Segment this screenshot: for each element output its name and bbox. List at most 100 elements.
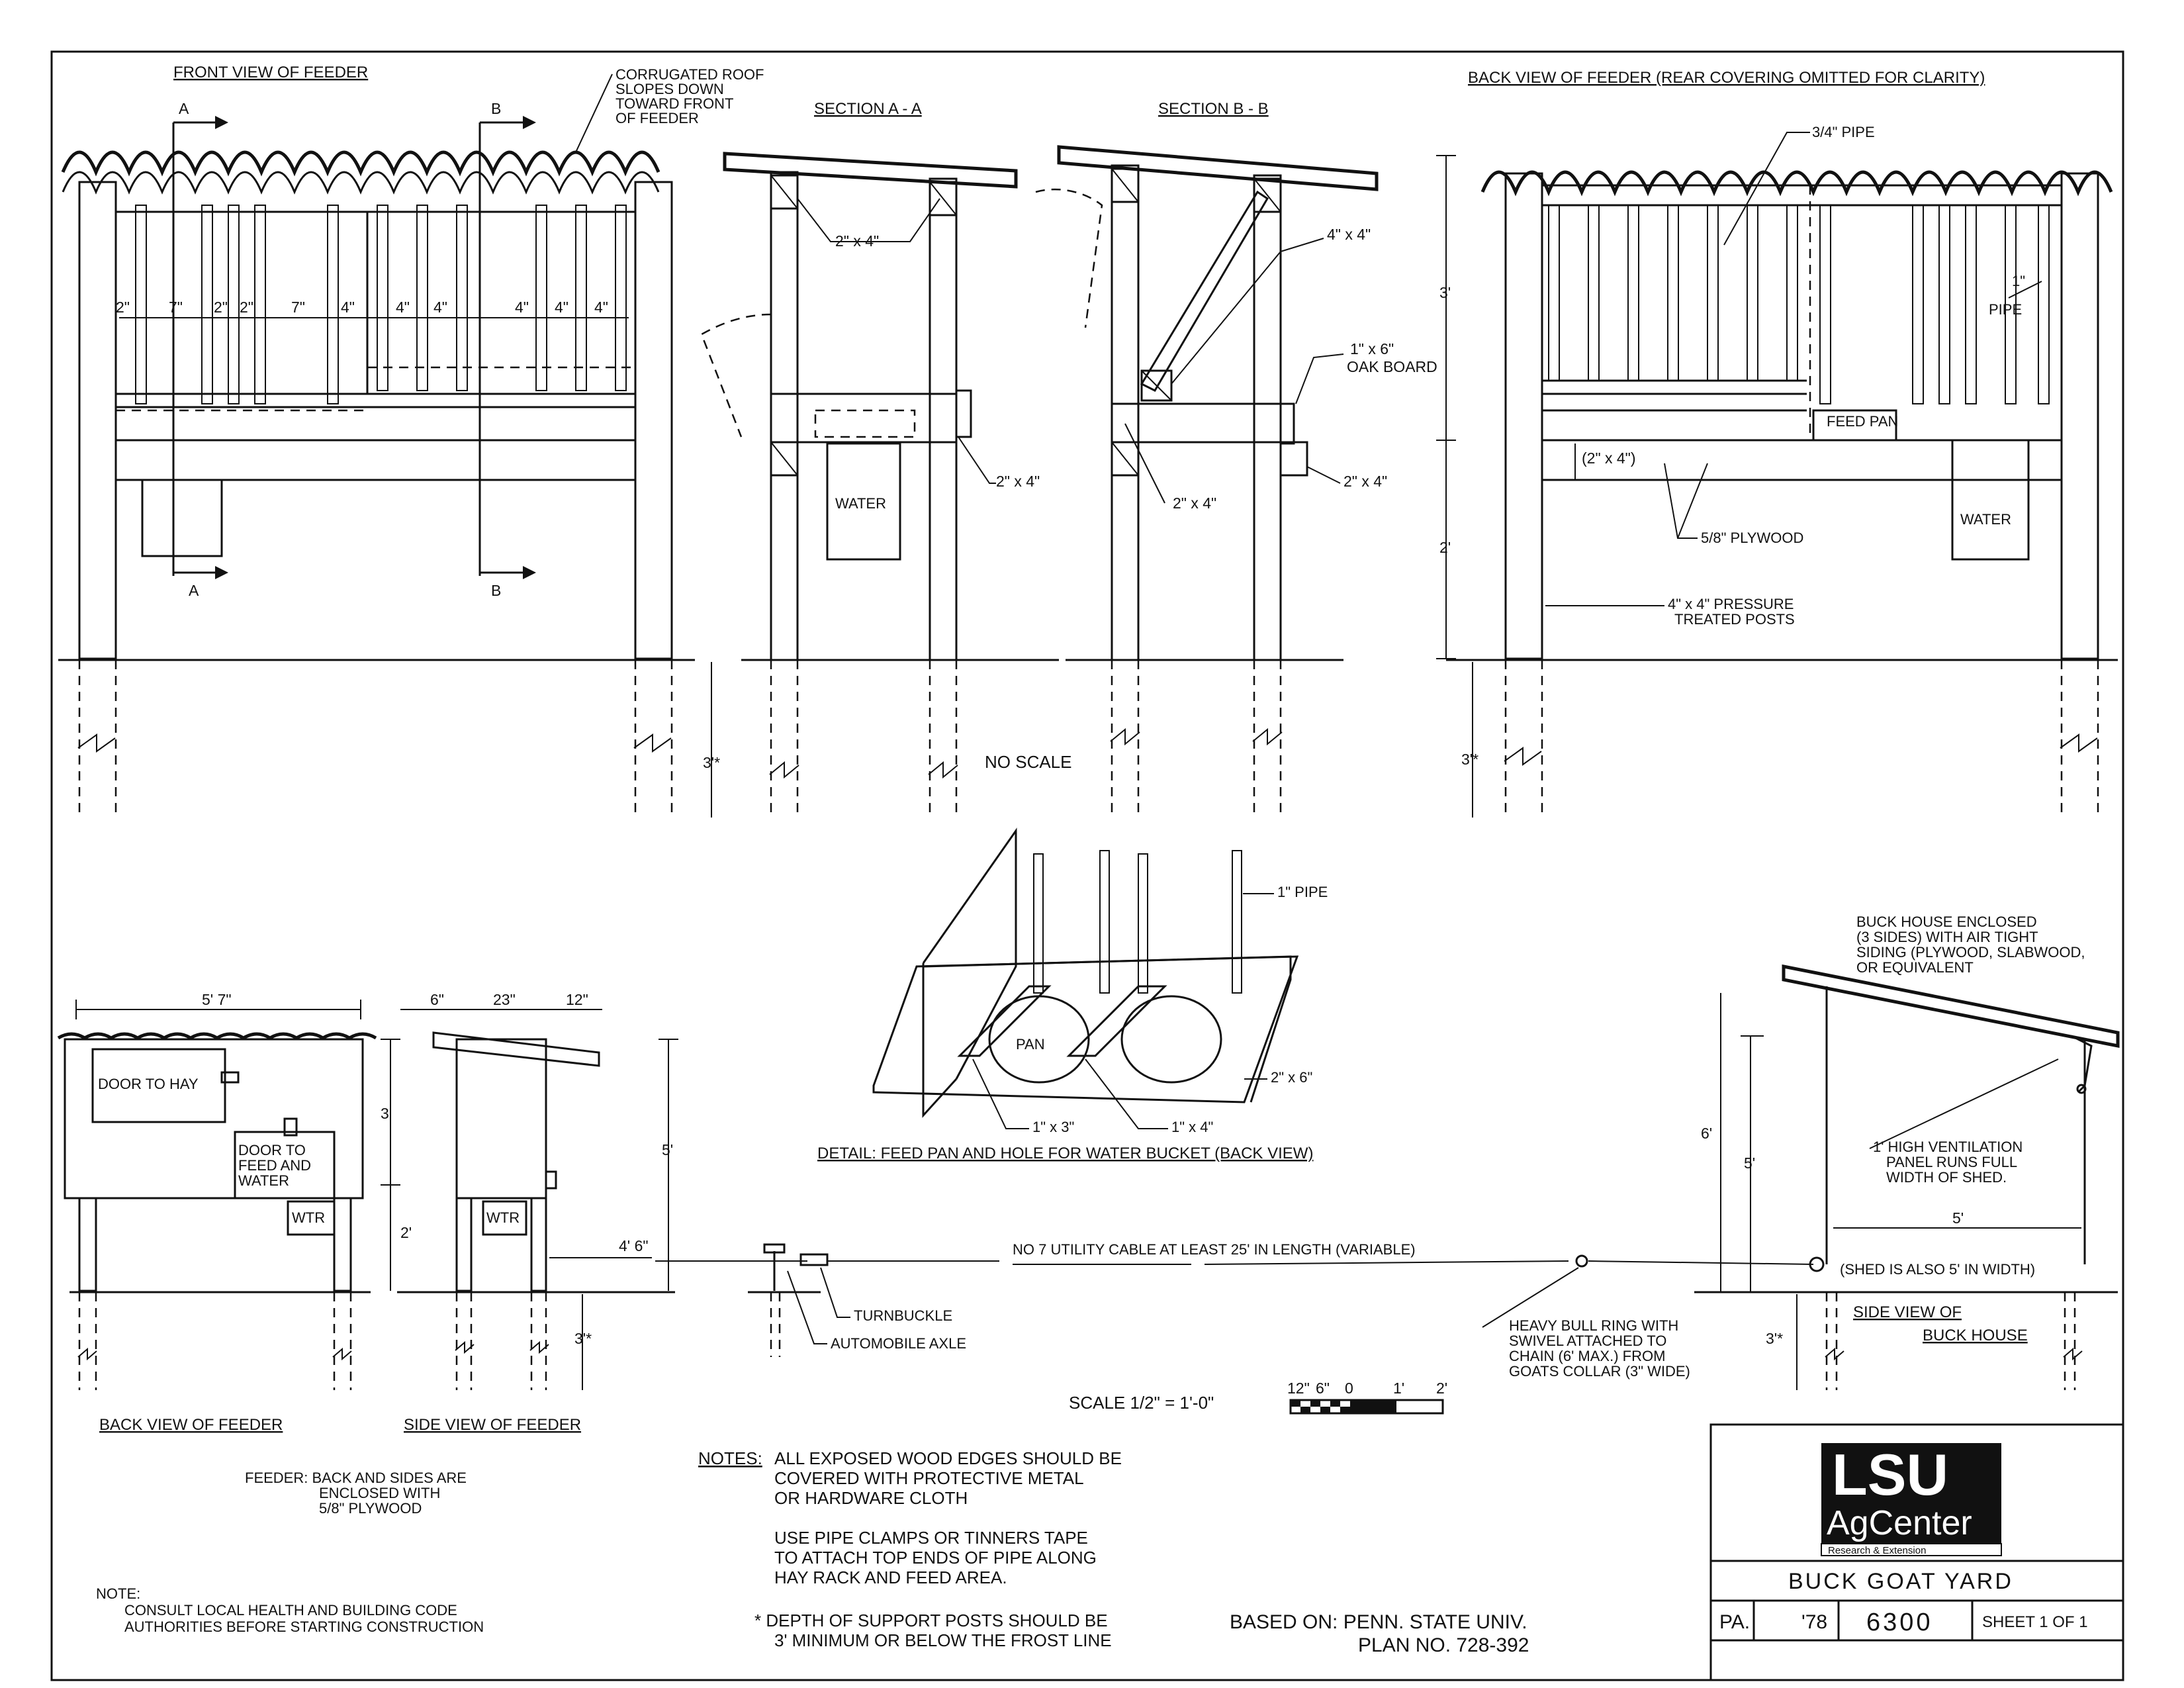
logo-agcenter: AgCenter <box>1827 1504 1972 1542</box>
back-pipe-1: 1" <box>2012 273 2025 289</box>
note-line-5: TO ATTACH TOP ENDS OF PIPE ALONG <box>774 1548 1097 1568</box>
buck-house-view: BUCK HOUSE ENCLOSED (3 SIDES) WITH AIR T… <box>1694 914 2120 1390</box>
back-water: WATER <box>1960 511 2011 528</box>
vent-3: WIDTH OF SHED. <box>1886 1169 2007 1186</box>
small-side-wtr: WTR <box>486 1209 520 1226</box>
scale-tick-1: 12" <box>1287 1380 1310 1397</box>
roof-note-3: TOWARD FRONT <box>615 95 733 112</box>
tb-state: PA. <box>1719 1611 1750 1633</box>
no-scale-label: NO SCALE <box>985 752 1072 772</box>
buck-width-note: (SHED IS ALSO 5' IN WIDTH) <box>1840 1261 2035 1278</box>
section-aa-2x4-bottom: 2" x 4" <box>996 473 1040 490</box>
ring-3: CHAIN (6' MAX.) FROM <box>1509 1348 1665 1364</box>
buck-dim-6: 6' <box>1701 1125 1712 1142</box>
back-pipe-34: 3/4" PIPE <box>1812 124 1875 140</box>
buck-note-4: OR EQUIVALENT <box>1856 959 1974 976</box>
front-dim-9: 4" <box>515 299 529 316</box>
door-feed-2: FEED AND <box>238 1157 311 1174</box>
feeder-note-2: ENCLOSED WITH <box>319 1485 440 1501</box>
back-dim-3ft: 3' <box>1439 284 1451 301</box>
roof-note-4: OF FEEDER <box>615 110 699 126</box>
note-line-6: HAY RACK AND FEED AREA. <box>774 1568 1007 1587</box>
logo-lsu: LSU <box>1832 1442 1948 1507</box>
front-view-title: FRONT VIEW OF FEEDER <box>173 64 368 81</box>
small-side-title: SIDE VIEW OF FEEDER <box>404 1416 581 1434</box>
buck-dim-5-v: 5' <box>1744 1154 1755 1172</box>
front-dim-6: 4" <box>341 299 355 316</box>
back-2x4: (2" x 4") <box>1582 449 1636 467</box>
note-line-8: 3' MINIMUM OR BELOW THE FROST LINE <box>774 1630 1112 1650</box>
door-feed-3: WATER <box>238 1172 289 1189</box>
note-line-3: OR HARDWARE CLOTH <box>774 1488 968 1508</box>
section-bb-1x6: 1" x 6" <box>1350 340 1394 357</box>
small-back-dim-3: 3' <box>381 1105 392 1122</box>
tether-cable: NO 7 UTILITY CABLE AT LEAST 25' IN LENGT… <box>655 1241 1825 1380</box>
buck-note-2: (3 SIDES) WITH AIR TIGHT <box>1856 929 2038 945</box>
tb-year: '78 <box>1801 1611 1827 1633</box>
front-dim-3: 2" <box>214 299 228 316</box>
front-dim-2: 7" <box>169 299 183 316</box>
back-pipe-label: PIPE <box>1989 301 2022 318</box>
back-posts-2: TREATED POSTS <box>1674 611 1795 628</box>
section-a-bottom: A <box>189 582 199 599</box>
side-dim-23: 23" <box>493 991 516 1008</box>
based-on-1: BASED ON: PENN. STATE UNIV. <box>1230 1611 1527 1633</box>
back-dim-depth: 3'* <box>1461 751 1479 768</box>
front-roof-callout: CORRUGATED ROOF SLOPES DOWN TOWARD FRONT… <box>575 66 764 153</box>
note-line-1: ALL EXPOSED WOOD EDGES SHOULD BE <box>774 1448 1122 1468</box>
general-note: NOTE: CONSULT LOCAL HEALTH AND BUILDING … <box>96 1585 484 1635</box>
side-dim-6: 6" <box>430 991 444 1008</box>
scale-tick-5: 2' <box>1436 1380 1447 1397</box>
back-dim-2ft: 2' <box>1439 539 1451 556</box>
small-back-title: BACK VIEW OF FEEDER <box>99 1416 283 1434</box>
section-bb-oak: OAK BOARD <box>1347 358 1437 375</box>
title-block: LSU AgCenter Research & Extension BUCK G… <box>1709 1423 2124 1681</box>
note-line-4: USE PIPE CLAMPS OR TINNERS TAPE <box>774 1528 1088 1548</box>
small-back-dim-2: 2' <box>400 1224 412 1241</box>
front-dim-10: 4" <box>555 299 569 316</box>
door-feed-1: DOOR TO <box>238 1142 306 1158</box>
turnbuckle-label: TURNBUCKLE <box>854 1307 952 1324</box>
front-dim-1: 2" <box>116 299 130 316</box>
section-bb-title: SECTION B - B <box>1158 100 1269 118</box>
general-note-2: AUTHORITIES BEFORE STARTING CONSTRUCTION <box>124 1618 484 1635</box>
buck-title-2: BUCK HOUSE <box>1923 1327 2028 1344</box>
roof-note-1: CORRUGATED ROOF <box>615 66 764 83</box>
feeder-note-1: FEEDER: BACK AND SIDES ARE <box>245 1470 467 1486</box>
small-side-view: 6" 23" 12" WTR 5' 4' 6" 3'* SIDE VIEW OF… <box>397 991 678 1434</box>
axle-label: AUTOMOBILE AXLE <box>831 1335 966 1352</box>
door-to-hay: DOOR TO HAY <box>98 1076 199 1092</box>
back-posts-1: 4" x 4" PRESSURE <box>1668 596 1794 612</box>
drawing-title: BUCK GOAT YARD <box>1788 1569 2013 1594</box>
ring-4: GOATS COLLAR (3" WIDE) <box>1509 1363 1690 1380</box>
detail-pipe: 1" PIPE <box>1277 884 1328 900</box>
back-plywood: 5/8" PLYWOOD <box>1701 530 1803 546</box>
side-dim-depth: 3'* <box>574 1330 592 1347</box>
scale-tick-4: 1' <box>1393 1380 1404 1397</box>
vent-1: 1' HIGH VENTILATION <box>1873 1139 2023 1155</box>
buck-dim-5-h: 5' <box>1952 1209 1964 1227</box>
section-b-bottom: B <box>491 582 501 599</box>
depth-dimension-1: 3'* <box>703 662 720 818</box>
section-aa-title: SECTION A - A <box>814 100 922 118</box>
cable-label: NO 7 UTILITY CABLE AT LEAST 25' IN LENGT… <box>1013 1241 1416 1258</box>
notes-block: NOTES: ALL EXPOSED WOOD EDGES SHOULD BE … <box>698 1448 1529 1656</box>
front-dim-7: 4" <box>396 299 410 316</box>
vent-2: PANEL RUNS FULL <box>1886 1154 2017 1170</box>
front-dim-4: 2" <box>240 299 253 316</box>
section-bb-4x4: 4" x 4" <box>1327 226 1371 243</box>
buck-note-3: SIDING (PLYWOOD, SLABWOOD, <box>1856 944 2085 961</box>
front-corrugated-roof <box>61 150 660 177</box>
section-bb-2x4-b: 2" x 4" <box>1343 473 1387 490</box>
based-on-2: PLAN NO. 728-392 <box>1358 1634 1529 1656</box>
feeder-note: FEEDER: BACK AND SIDES ARE ENCLOSED WITH… <box>245 1470 467 1517</box>
general-note-1: CONSULT LOCAL HEALTH AND BUILDING CODE <box>124 1602 457 1618</box>
section-bb-view: SECTION B - B 4" x 4" 1" x 6" OAK BOARD … <box>1035 100 1437 818</box>
scale-tick-3: 0 <box>1345 1380 1353 1397</box>
tb-number: 6300 <box>1866 1609 1933 1636</box>
buck-dim-depth: 3'* <box>1766 1330 1783 1347</box>
scale-tick-2: 6" <box>1316 1380 1330 1397</box>
notes-heading: NOTES: <box>698 1448 762 1468</box>
buck-note-1: BUCK HOUSE ENCLOSED <box>1856 914 2037 930</box>
